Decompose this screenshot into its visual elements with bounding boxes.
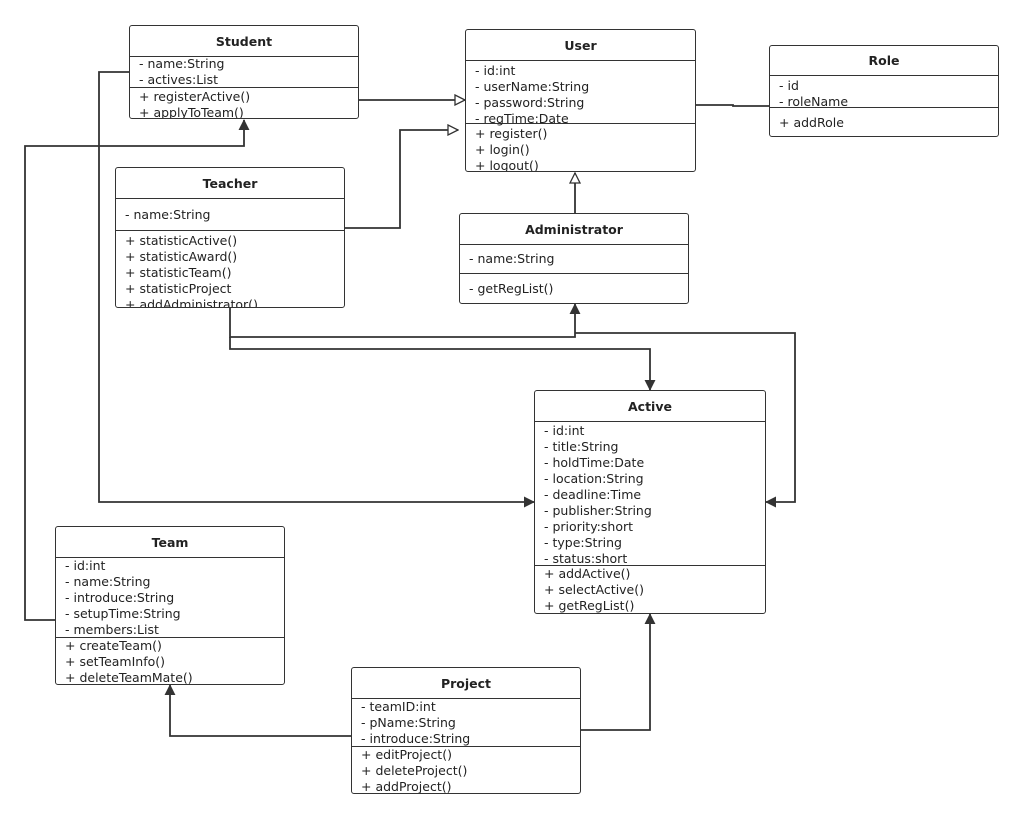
- attribute: - name:String: [65, 574, 151, 589]
- operation: + statisticAward(): [125, 249, 238, 264]
- class-student[interactable]: Student - name:String - actives:List + r…: [129, 25, 359, 119]
- operation: + selectActive(): [544, 582, 645, 597]
- edge-project-team: [164, 684, 351, 737]
- operation: + logout(): [475, 158, 539, 172]
- attribute: - holdTime:Date: [544, 455, 645, 470]
- class-name: Active: [535, 391, 765, 422]
- class-name: User: [466, 30, 695, 61]
- operation: + addAdministrator(): [125, 297, 258, 308]
- class-name: Team: [56, 527, 284, 558]
- operation: + editProject(): [361, 747, 452, 762]
- operation: + deleteProject(): [361, 763, 468, 778]
- attribute: - roleName: [779, 94, 849, 109]
- operation: - getRegList(): [469, 281, 554, 296]
- attribute: - actives:List: [139, 72, 219, 87]
- class-team[interactable]: Team - id:int - name:String - introduce:…: [55, 526, 285, 685]
- operations-section: + register() + login() + logout(): [466, 124, 695, 172]
- edge-active-administrator: [575, 332, 796, 508]
- attribute: - members:List: [65, 622, 159, 637]
- operation: + addActive(): [544, 566, 631, 581]
- class-name: Role: [770, 46, 998, 76]
- attribute: - name:String: [125, 207, 211, 222]
- attribute: - id: [779, 78, 799, 93]
- operations-section: + editProject() + deleteProject() + addP…: [352, 747, 580, 794]
- operation: + addProject(): [361, 779, 452, 794]
- attribute: - name:String: [139, 56, 225, 71]
- class-administrator[interactable]: Administrator - name:String - getRegList…: [459, 213, 689, 304]
- operation: + statisticProject: [125, 281, 232, 296]
- operation: + setTeamInfo(): [65, 654, 165, 669]
- class-name: Teacher: [116, 168, 344, 199]
- class-name: Project: [352, 668, 580, 699]
- attributes-section: - name:String - actives:List: [130, 56, 358, 88]
- attribute: - type:String: [544, 535, 622, 550]
- edge-user-role: [696, 104, 769, 107]
- attribute: - status:short: [544, 551, 628, 566]
- operation: + createTeam(): [65, 638, 162, 653]
- class-role[interactable]: Role - id - roleName + addRole: [769, 45, 999, 137]
- attribute: - regTime:Date: [475, 111, 569, 126]
- edge-team-student: [24, 119, 250, 621]
- operations-section: + registerActive() + applyToTeam(): [130, 88, 358, 119]
- attributes-section: - id - roleName: [770, 76, 998, 109]
- operation: + addRole: [779, 115, 844, 130]
- edge-student-active: [98, 71, 535, 508]
- attribute: - userName:String: [475, 79, 590, 94]
- edge-teacher-administrator: [229, 303, 581, 338]
- class-user[interactable]: User - id:int - userName:String - passwo…: [465, 29, 696, 172]
- operations-section: - getRegList(): [460, 274, 688, 297]
- attributes-section: - id:int - name:String - introduce:Strin…: [56, 558, 284, 638]
- edge-project-active: [581, 613, 656, 731]
- attribute: - id:int: [544, 423, 585, 438]
- edge-teacher-active: [229, 337, 656, 391]
- operation: + registerActive(): [139, 89, 251, 104]
- operation: + register(): [475, 126, 548, 141]
- operation: + statisticActive(): [125, 233, 238, 248]
- attribute: - id:int: [65, 558, 106, 573]
- class-project[interactable]: Project - teamID:int - pName:String - in…: [351, 667, 581, 794]
- attribute: - title:String: [544, 439, 619, 454]
- operations-section: + addRole: [770, 108, 998, 131]
- attribute: - introduce:String: [65, 590, 175, 605]
- operation: + getRegList(): [544, 598, 635, 613]
- attributes-section: - id:int - title:String - holdTime:Date …: [535, 422, 765, 566]
- attribute: - name:String: [469, 251, 555, 266]
- attribute: - location:String: [544, 471, 644, 486]
- class-name: Administrator: [460, 214, 688, 245]
- class-name: Student: [130, 26, 358, 57]
- operation: + login(): [475, 142, 530, 157]
- class-teacher[interactable]: Teacher - name:String + statisticActive(…: [115, 167, 345, 308]
- attribute: - id:int: [475, 63, 516, 78]
- operations-section: + addActive() + selectActive() + getRegL…: [535, 566, 765, 613]
- operation: + applyToTeam(): [139, 105, 244, 119]
- edge-teacher-user: [345, 130, 458, 229]
- operation: + statisticTeam(): [125, 265, 232, 280]
- attribute: - deadline:Time: [544, 487, 642, 502]
- attributes-section: - name:String: [116, 199, 344, 231]
- attributes-section: - id:int - userName:String - password:St…: [466, 61, 695, 126]
- attribute: - pName:String: [361, 715, 456, 730]
- operations-section: + createTeam() + setTeamInfo() + deleteT…: [56, 638, 284, 685]
- class-active[interactable]: Active - id:int - title:String - holdTim…: [534, 390, 766, 614]
- attribute: - setupTime:String: [65, 606, 181, 621]
- attribute: - publisher:String: [544, 503, 652, 518]
- operations-section: + statisticActive() + statisticAward() +…: [116, 231, 344, 308]
- attribute: - teamID:int: [361, 699, 436, 714]
- attributes-section: - teamID:int - pName:String - introduce:…: [352, 699, 580, 747]
- operation: + deleteTeamMate(): [65, 670, 193, 685]
- attribute: - priority:short: [544, 519, 634, 534]
- attribute: - introduce:String: [361, 731, 471, 746]
- attributes-section: - name:String: [460, 245, 688, 274]
- attribute: - password:String: [475, 95, 585, 110]
